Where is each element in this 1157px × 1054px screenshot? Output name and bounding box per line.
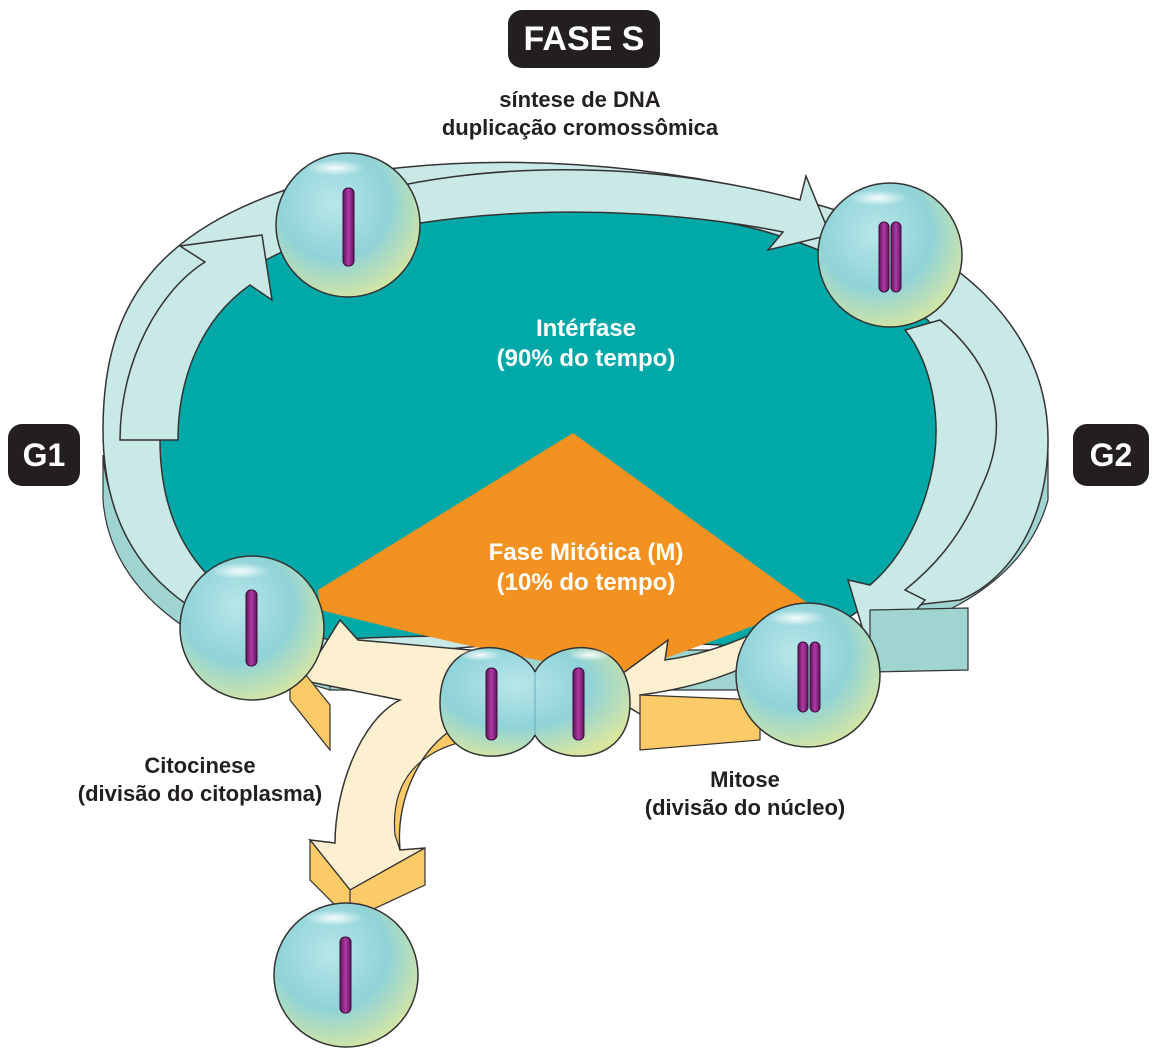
s-phase-description: síntese de DNA duplicação cromossômica (380, 86, 780, 141)
mitosis-label: Mitose (divisão do núcleo) (620, 766, 870, 821)
cell-s-start (275, 152, 421, 298)
interphase-time: (90% do tempo) (496, 345, 676, 372)
s-phase-badge: FASE S (508, 10, 660, 68)
mitotic-label: Fase Mitótica (M) (10% do tempo) (436, 538, 736, 598)
g1-label: G1 (22, 436, 66, 473)
cell-g1 (179, 555, 325, 701)
g2-label: G2 (1089, 436, 1133, 473)
chromosome-single (245, 589, 258, 667)
g1-badge: G1 (8, 424, 80, 486)
chromatid-left (878, 221, 890, 293)
cytokinesis-title: Citocinese (144, 753, 256, 778)
chromatid-right (890, 221, 902, 293)
mitosis-title: Mitose (710, 767, 780, 792)
g2-arrow-side (869, 607, 969, 673)
chromosome-single (572, 667, 585, 741)
g1-arrow (119, 234, 274, 441)
mitosis-arrow-side (639, 694, 761, 751)
interphase-label: Intérfase (90% do tempo) (436, 314, 736, 374)
mitotic-area (318, 433, 810, 675)
chromatid-left (797, 641, 809, 713)
chromosome-single (342, 187, 355, 267)
mitosis-desc: (divisão do núcleo) (644, 794, 846, 820)
cell-s-end (817, 182, 963, 328)
cytokinesis-desc: (divisão do citoplasma) (77, 780, 323, 806)
s-phase-title: FASE S (523, 19, 645, 58)
cell-daughter (273, 902, 419, 1048)
cell-mitosis (735, 602, 881, 748)
chromosome-single (339, 936, 352, 1014)
s-phase-line1: síntese de DNA (499, 87, 661, 112)
chromosome-single (485, 667, 498, 741)
g2-badge: G2 (1073, 424, 1149, 486)
mitotic-time: (10% do tempo) (496, 569, 676, 596)
interphase-title: Intérfase (535, 315, 637, 342)
cell-dividing (439, 647, 631, 757)
mitotic-title: Fase Mitótica (M) (488, 539, 684, 566)
cytokinesis-label: Citocinese (divisão do citoplasma) (60, 752, 340, 807)
chromatid-right (809, 641, 821, 713)
s-phase-line2: duplicação cromossômica (441, 114, 719, 140)
